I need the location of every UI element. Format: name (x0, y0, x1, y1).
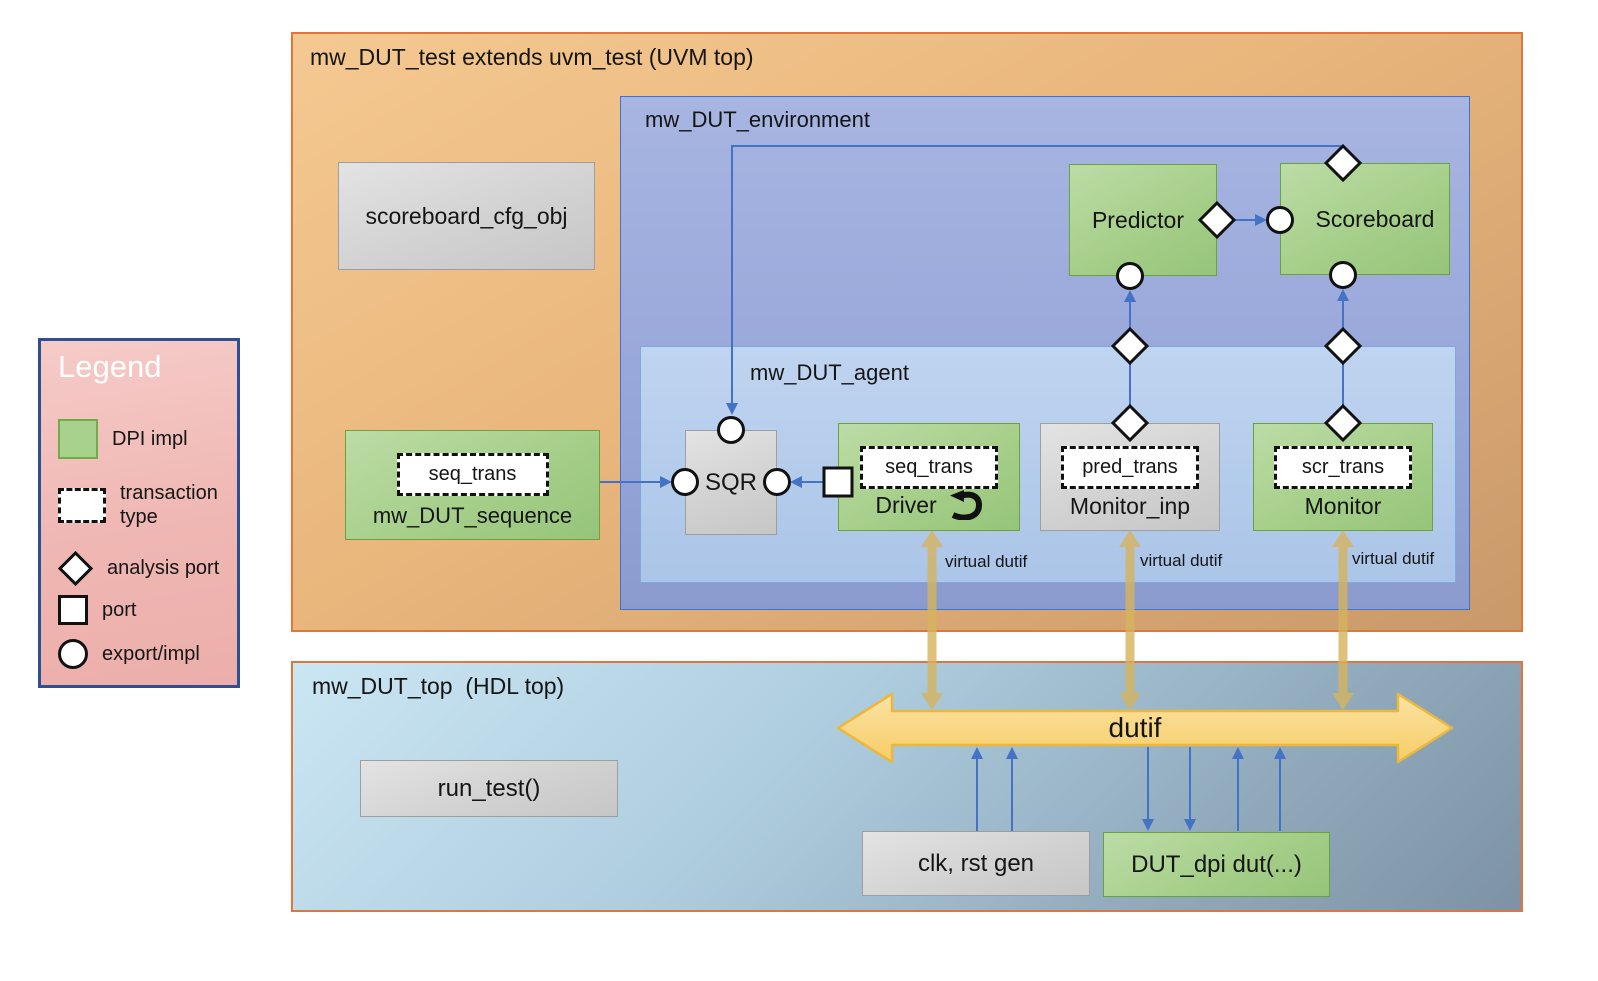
environment-title: mw_DUT_environment (645, 107, 870, 132)
scoreboard-box: Scoreboard (1280, 163, 1450, 275)
driver-label: Driver (875, 491, 937, 518)
uvm-top-title: mw_DUT_test extends uvm_test (UVM top) (310, 44, 754, 70)
driver-box: seq_trans Driver (838, 423, 1020, 531)
sequence-box: seq_trans mw_DUT_sequence (345, 430, 600, 540)
clk-rst-gen-box: clk, rst gen (862, 831, 1090, 896)
legend-item-transaction-type: transaction type (58, 481, 240, 529)
pred-trans-transaction-box: pred_trans (1061, 446, 1199, 489)
scoreboard-cfg-obj-box: scoreboard_cfg_obj (338, 162, 595, 270)
legend-item-dpi-impl: DPI impl (58, 419, 188, 459)
legend-item-export-impl: export/impl (58, 639, 200, 669)
scoreboard-label: Scoreboard (1315, 205, 1435, 232)
legend-title: Legend (58, 349, 162, 384)
dutif-label: dutif (1108, 712, 1162, 743)
legend-item-label: port (102, 598, 137, 621)
hdl-top-title: mw_DUT_top (HDL top) (312, 673, 565, 699)
sequence-label: mw_DUT_sequence (372, 503, 573, 528)
sequencer-box: SQR (685, 430, 777, 535)
loop-arrow-icon (949, 490, 982, 520)
seq-trans-transaction-box: seq_trans (396, 453, 549, 496)
legend-item-label: analysis port (107, 557, 220, 579)
virtual-dutif-label-monitor-inp: virtual dutif (1140, 551, 1223, 570)
export-impl-swatch-icon (58, 639, 88, 669)
run-test-box: run_test() (360, 760, 618, 817)
legend-item-label: export/impl (102, 642, 200, 665)
monitor-box: scr_trans Monitor (1253, 423, 1433, 531)
legend-item-analysis-port: analysis port (57, 550, 220, 587)
monitor-inp-label: Monitor_inp (1069, 493, 1191, 519)
predictor-label: Predictor (1091, 206, 1185, 233)
transaction-type-swatch-icon (58, 487, 106, 523)
port-swatch-icon (58, 595, 88, 625)
analysis-port-swatch-icon (57, 550, 94, 587)
driver-label-row: Driver (839, 490, 1019, 520)
agent-title: mw_DUT_agent (750, 360, 909, 385)
driver-seq-trans-transaction-box: seq_trans (860, 446, 998, 489)
predictor-box: Predictor (1069, 164, 1217, 276)
scr-trans-transaction-box: scr_trans (1274, 446, 1412, 489)
legend-item-port: port (58, 595, 136, 625)
clk-rst-gen-label: clk, rst gen (917, 849, 1035, 877)
monitor-label: Monitor (1304, 493, 1382, 519)
legend-item-label: DPI impl (112, 427, 188, 450)
run-test-label: run_test() (437, 774, 541, 802)
legend-item-label: transaction type (120, 482, 218, 528)
virtual-dutif-label-driver: virtual dutif (945, 552, 1028, 571)
virtual-dutif-label-monitor: virtual dutif (1352, 549, 1435, 568)
monitor-inp-box: pred_trans Monitor_inp (1040, 423, 1220, 531)
dut-dpi-box: DUT_dpi dut(...) (1103, 832, 1330, 897)
scoreboard-cfg-obj-label: scoreboard_cfg_obj (365, 202, 568, 229)
sequencer-label: SQR (704, 468, 757, 496)
dpi-impl-swatch-icon (58, 419, 98, 459)
legend: Legend DPI impl transaction type analysi… (38, 338, 240, 688)
dut-dpi-label: DUT_dpi dut(...) (1131, 850, 1302, 878)
